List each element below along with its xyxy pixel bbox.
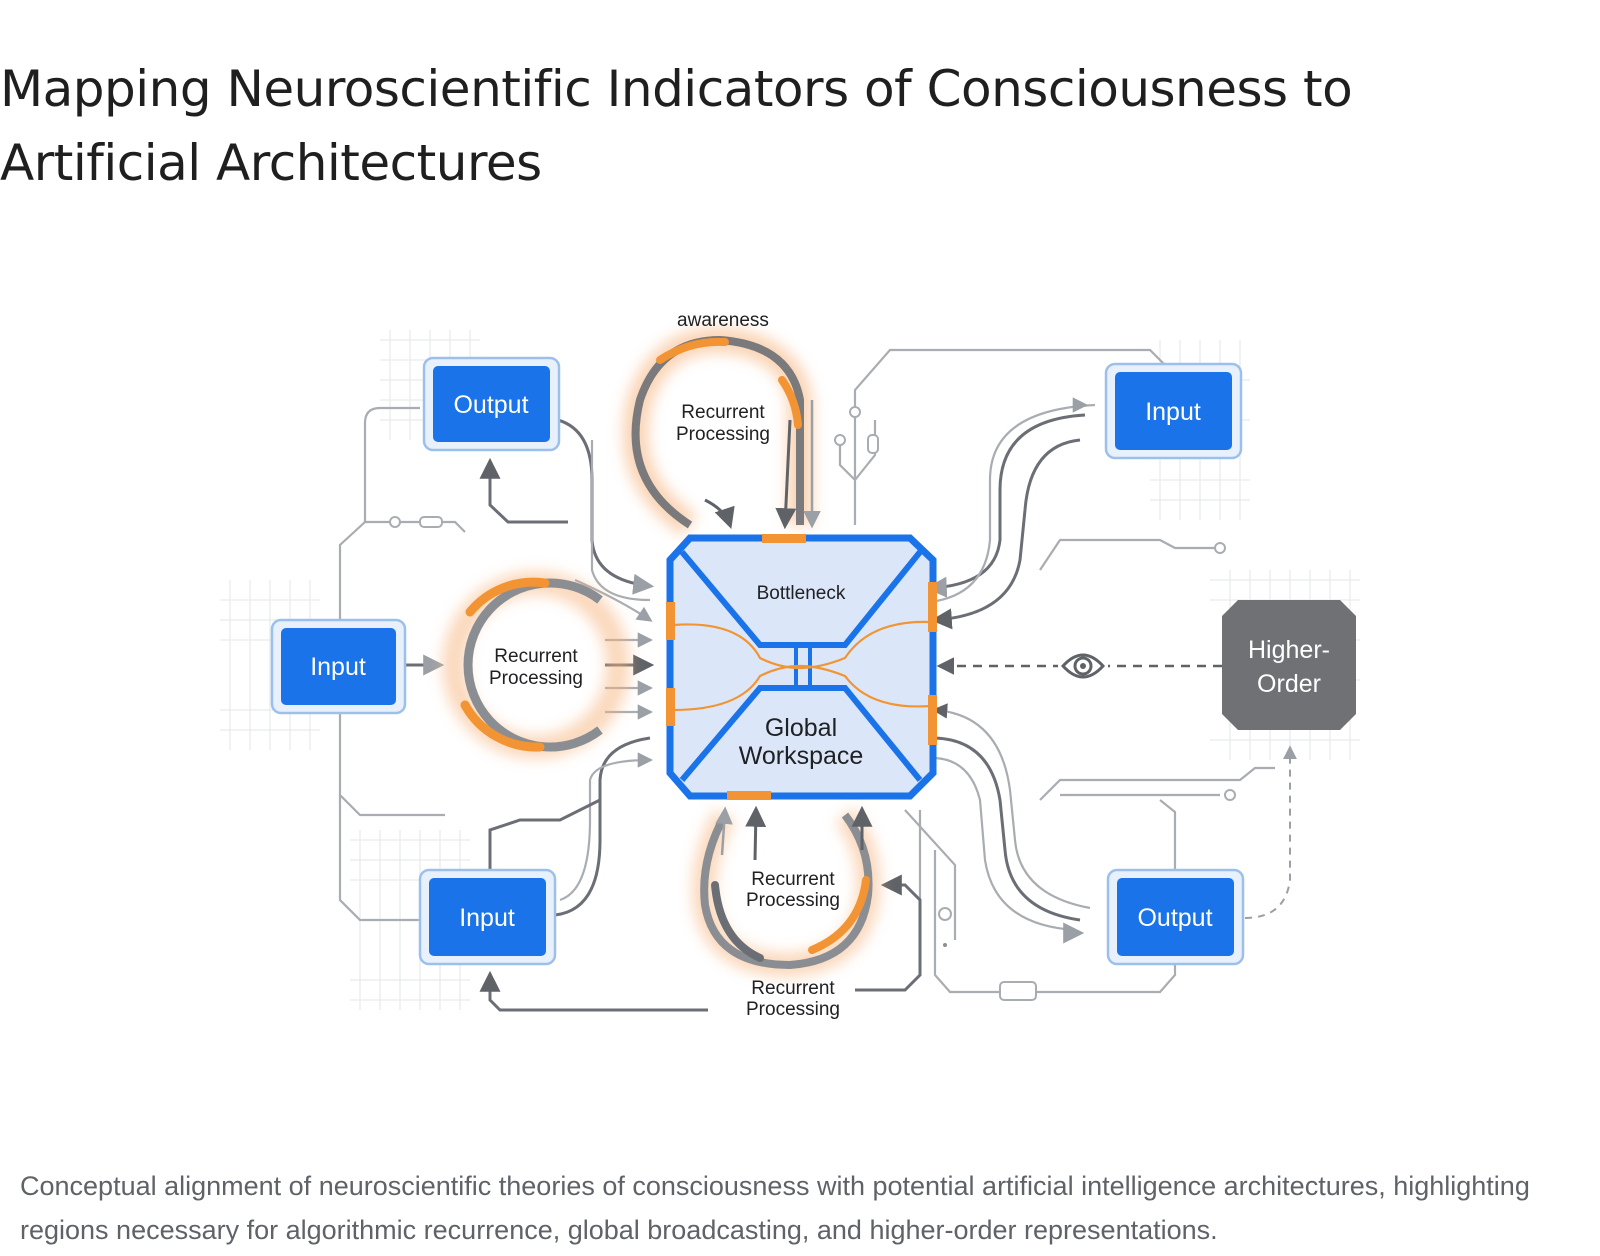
recurrent-processing-bottom-line2: Processing [746,890,840,911]
recurrent-processing-top-line2: Processing [676,424,770,445]
awareness-label: awareness [677,310,769,331]
module-output-bottom-right: Output [1106,868,1245,966]
recurrent-processing-bottom-extra-line1: Recurrent [751,978,835,999]
circuit-traces [338,348,1275,1001]
recurrent-loop-left: Recurrent Processing [442,571,630,759]
global-workspace-line2: Workspace [739,742,864,770]
bottleneck-label: Bottleneck [757,583,846,604]
eye-icon [1058,650,1108,682]
recurrent-processing-bottom-extra-line2: Processing [746,999,840,1020]
higher-order-line2: Order [1257,670,1321,698]
connector-arrows [405,397,1297,1012]
recurrent-loop-bottom: Recurrent Processing Recurrent Processin… [692,805,881,1020]
consciousness-architecture-diagram: awareness Recurrent Processing Recurrent… [220,310,1360,1020]
module-higher-order: Higher- Order [1222,600,1356,730]
output-bottom-right-label: Output [1137,904,1212,932]
module-input-left: Input [270,618,407,715]
figure-caption: Conceptual alignment of neuroscientific … [20,1171,1530,1245]
module-output-top-left: Output [422,356,561,452]
global-workspace-line1: Global [765,714,837,742]
input-left-label: Input [310,653,366,681]
page-title: Mapping Neuroscientific Indicators of Co… [0,60,1353,192]
recurrent-processing-left-line2: Processing [489,668,583,689]
recurrent-processing-top-line1: Recurrent [681,402,765,423]
output-top-left-label: Output [453,391,528,419]
input-bottom-left-label: Input [459,904,515,932]
higher-order-line1: Higher- [1248,636,1330,664]
recurrent-processing-left-line1: Recurrent [494,646,578,667]
global-workspace-hub: Bottleneck Global Workspace [666,534,937,800]
module-input-bottom-left: Input [418,868,557,966]
recurrent-processing-bottom-line1: Recurrent [751,869,835,890]
recurrent-loop-top: awareness Recurrent Processing [622,310,821,536]
input-top-right-label: Input [1145,398,1201,426]
module-input-top-right: Input [1104,362,1243,460]
